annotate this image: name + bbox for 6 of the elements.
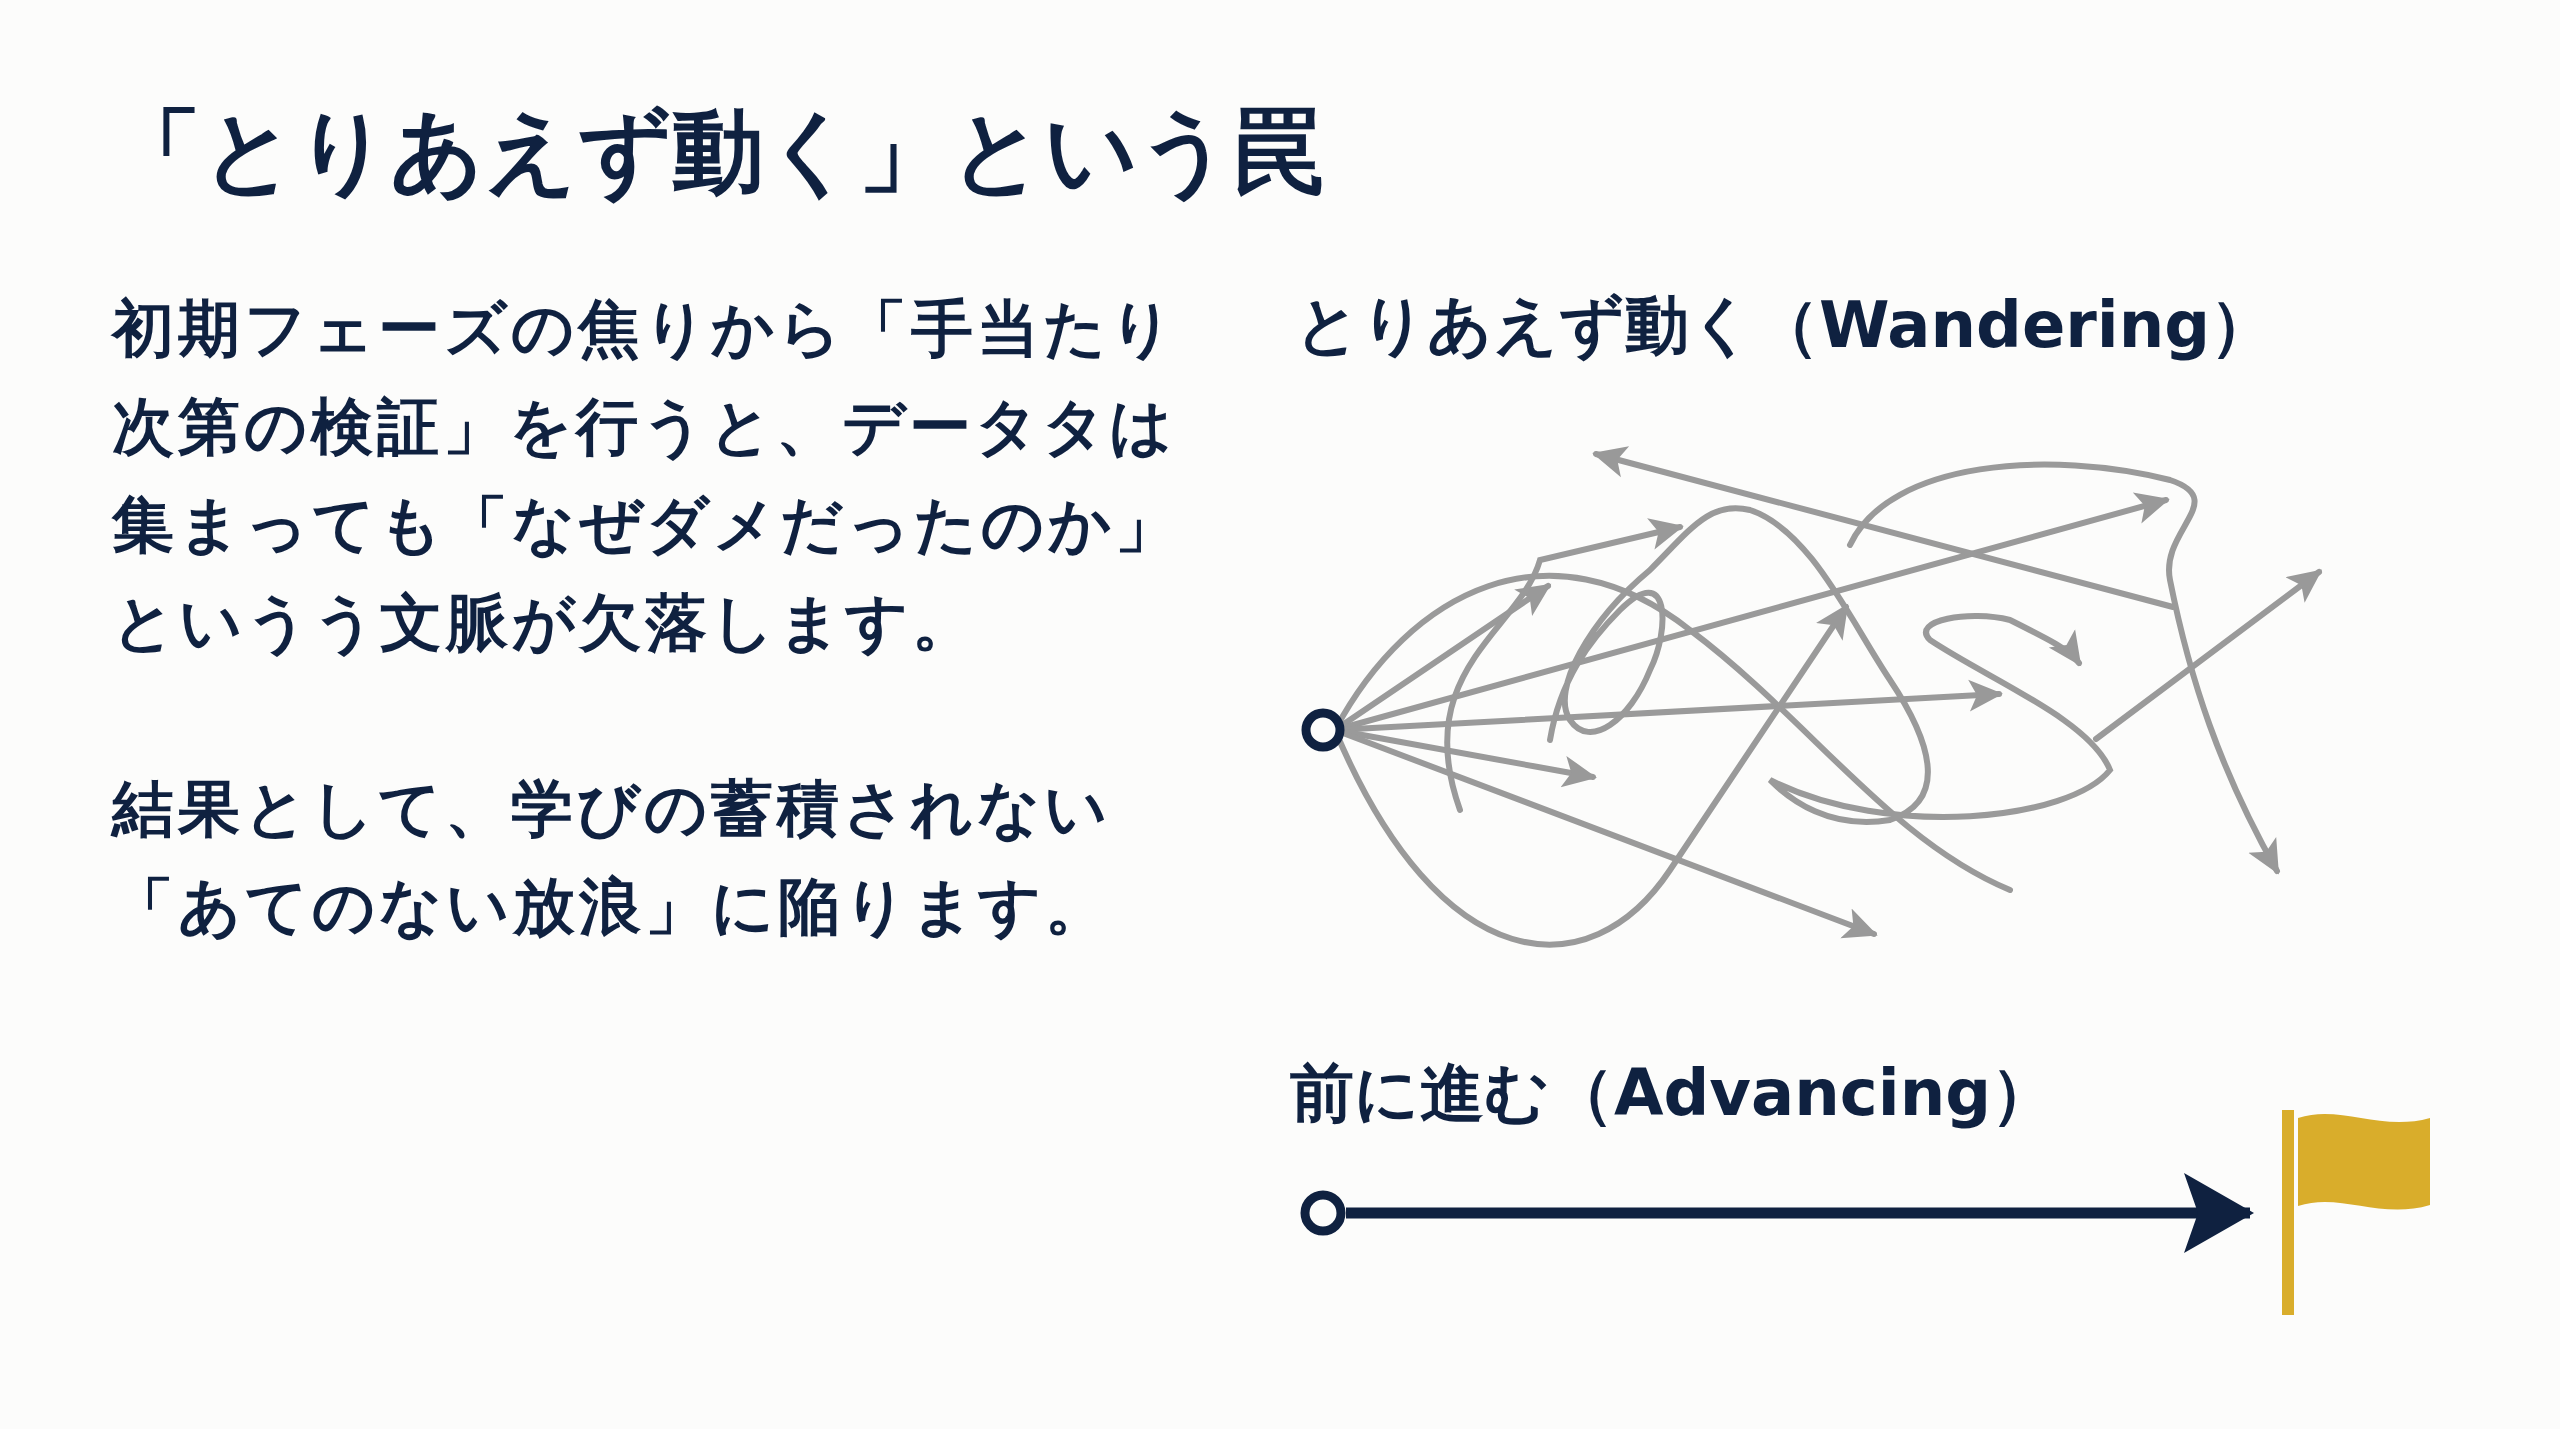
body-paragraph: 初期フェーズの焦りから「手当たり次第の検証」を行うと、データタは集まっても「なぜダメだったのか」というう文脈が欠落します。 <box>112 291 1182 661</box>
slide-title: 「とりあえず動く」という罠 <box>110 97 1324 207</box>
section-heading: 前に進む（Advancing） <box>1290 1055 2056 1132</box>
body-paragraph: 結果として、学びの蓄積されない「あてのない放浪」に陥ります。 <box>112 771 1112 945</box>
arrow <box>1346 1173 2254 1253</box>
section-heading: とりあえず動く（Wandering） <box>1295 287 2275 364</box>
